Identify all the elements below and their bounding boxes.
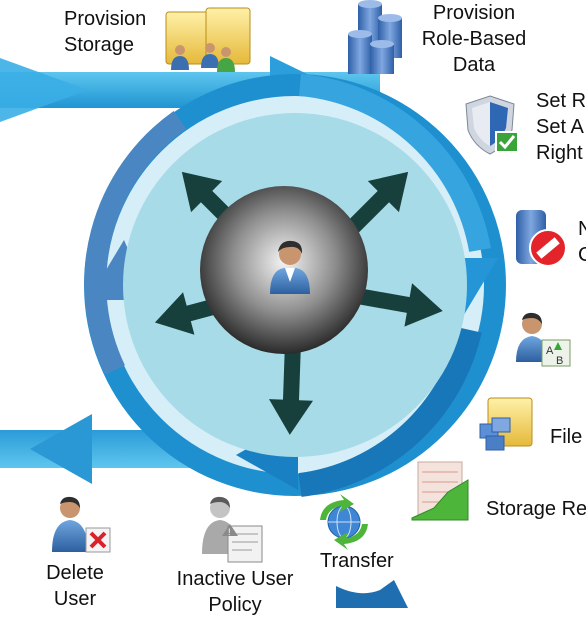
label-delete-user: Delete User <box>46 562 104 610</box>
label-transfer: Transfer <box>320 550 394 572</box>
label-storage-reports: Storage Re <box>486 498 586 520</box>
svg-text:!: ! <box>228 527 231 537</box>
svg-text:B: B <box>556 355 563 367</box>
label-provision-storage: Provision Storage <box>64 8 147 56</box>
label-provision-role-based-data: Provision Role-Based Data <box>421 2 527 76</box>
database-icon <box>348 0 402 74</box>
user-icon <box>270 240 310 294</box>
svg-text:A: A <box>546 345 554 357</box>
folder-files-icon <box>479 397 533 451</box>
label-set-rights: Set R Set A Right <box>536 90 586 164</box>
delete-user-icon <box>52 496 111 553</box>
label-inactive-user-policy: Inactive User Policy <box>176 568 294 616</box>
user-rename-icon: A B <box>516 312 571 367</box>
label-file: File <box>550 426 583 448</box>
storage-report-chart-icon <box>411 461 469 521</box>
label-no-access: N C <box>578 218 586 266</box>
security-shield-icon <box>465 95 519 155</box>
database-blocked-icon <box>516 210 567 267</box>
inactive-user-policy-icon: ! <box>202 496 263 563</box>
user-folders-icon <box>165 7 251 72</box>
transfer-globe-icon <box>320 494 368 550</box>
